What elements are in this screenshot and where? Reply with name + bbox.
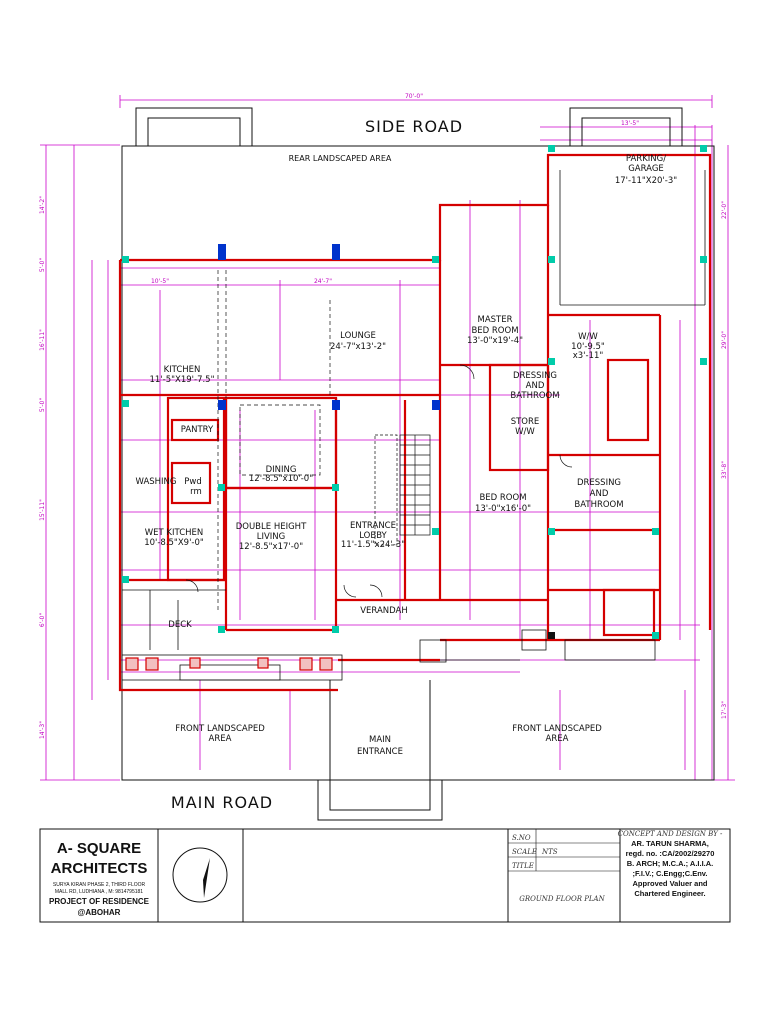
- entrance-lobby-label-3: 11'-1.5"x24'-3": [341, 540, 405, 550]
- architect-line1: AR. TARUN SHARMA,: [631, 839, 709, 848]
- double-height-label-1: DOUBLE HEIGHT: [236, 522, 307, 532]
- front-landscaped-left-line2: AREA: [209, 734, 232, 744]
- master-bed-label-2: BED ROOM: [471, 326, 518, 336]
- project-line1: PROJECT OF RESIDENCE: [49, 897, 150, 906]
- building-walls: [118, 153, 712, 692]
- washing-label: WASHING: [136, 477, 177, 487]
- firm-address-1: SURYA KIRAN PHASE 2, THIRD FLOOR: [53, 882, 146, 888]
- ww-label-1: W/W: [578, 332, 598, 342]
- dining-label-2: 12'-8.5"x10'-0": [249, 474, 313, 484]
- dim-overall-top: 70'-0": [405, 93, 423, 100]
- drawing-title: GROUND FLOOR PLAN: [519, 895, 605, 903]
- main-road-label: MAIN ROAD: [171, 793, 273, 812]
- bedroom-label-2: 13'-0"x16'-0": [475, 504, 531, 514]
- rear-landscaped-label: REAR LANDSCAPED AREA: [289, 154, 392, 163]
- entrance-lobby-label-2: LOBBY: [359, 531, 387, 541]
- firm-address-2: MALL RD, LUDHIANA , M: 9814795181: [55, 889, 143, 895]
- front-landscaped-left-line1: FRONT LANDSCAPED: [175, 724, 265, 734]
- dim-left-4: 5'-0": [39, 398, 46, 412]
- dim-lounge-width: 24'-7": [314, 278, 332, 285]
- main-entrance-label-2: ENTRANCE: [357, 747, 403, 757]
- front-planter-columns: [125, 657, 333, 671]
- double-height-label-3: 12'-8.5"x17'-0": [239, 542, 303, 552]
- dimension-lines: [40, 95, 735, 781]
- firm-name-line1: A- SQUARE: [57, 840, 141, 857]
- dim-left-3: 16'-11": [39, 329, 46, 351]
- front-landscaped-right-line2: AREA: [546, 734, 569, 744]
- dim-right-1: 22'-0": [721, 201, 728, 219]
- dim-kitchen-width: 10'-5": [151, 278, 169, 285]
- pantry-label: PANTRY: [181, 425, 214, 435]
- room-labels: PARKING/ GARAGE 17'-11"X20'-3" LOUNGE 24…: [136, 154, 678, 757]
- parking-label-3: 17'-11"X20'-3": [615, 176, 677, 186]
- dressing2-label-2: AND: [590, 489, 609, 499]
- dressing1-label-2: AND: [526, 381, 545, 391]
- wet-kitchen-label-2: 10'-8.5"X9'-0": [144, 538, 204, 548]
- dimension-texts: 70'-0" 13'-5" 24'-7" 10'-5" 14'-2" 5'-0"…: [39, 93, 728, 739]
- parking-label-2: GARAGE: [628, 164, 664, 174]
- dressing2-label-1: DRESSING: [577, 478, 621, 488]
- dim-top-parking: 13'-5": [621, 120, 639, 127]
- concept-label: CONCEPT AND DESIGN BY -: [618, 830, 723, 838]
- dashed-beams: [217, 270, 331, 610]
- door-swings: [185, 364, 573, 598]
- main-entrance-label-1: MAIN: [369, 735, 391, 745]
- architect-line6: Chartered Engineer.: [634, 889, 705, 898]
- pwd-label-1: Pwd: [184, 477, 201, 487]
- dressing1-label-1: DRESSING: [513, 371, 557, 381]
- structural-columns: [122, 145, 707, 639]
- project-line2: @ABOHAR: [78, 908, 121, 917]
- front-landscaped-right-line1: FRONT LANDSCAPED: [512, 724, 602, 734]
- field-scale-label: SCALE: [512, 848, 537, 856]
- firm-name-line2: ARCHITECTS: [51, 860, 148, 877]
- architect-line4: ;F.I.V.; C.Engg;C.Env.: [632, 869, 707, 878]
- site-boundary: [121, 107, 715, 821]
- dressing1-label-3: BATHROOM: [510, 391, 559, 401]
- dressing2-label-3: BATHROOM: [574, 500, 623, 510]
- dim-left-2: 5'-0": [39, 258, 46, 272]
- double-height-label-2: LIVING: [257, 532, 286, 542]
- store-label-2: W/W: [515, 427, 535, 437]
- north-arrow-icon: [172, 847, 228, 903]
- staircase: [374, 434, 431, 546]
- kitchen-label-1: KITCHEN: [164, 365, 201, 375]
- bedroom-label-1: BED ROOM: [479, 493, 526, 503]
- dim-right-4: 17'-3": [721, 701, 728, 719]
- dim-left-5: 15'-11": [39, 499, 46, 521]
- ww-label-2: 10'-9.5": [571, 342, 605, 352]
- master-bed-label-1: MASTER: [477, 315, 512, 325]
- field-title-label: TITLE: [512, 862, 534, 870]
- ww-label-3: x3'-11": [573, 351, 604, 361]
- verandah-label: VERANDAH: [360, 606, 408, 616]
- architect-line3: B. ARCH; M.C.A.; A.I.I.A.: [627, 859, 714, 868]
- wet-kitchen-label-1: WET KITCHEN: [145, 528, 204, 538]
- entrance-lobby-label-1: ENTRANCE: [350, 521, 396, 531]
- dim-left-7: 14'-3": [39, 721, 46, 739]
- title-block: A- SQUARE ARCHITECTS SURYA KIRAN PHASE 2…: [39, 828, 731, 923]
- dining-label-1: DINING: [266, 465, 297, 475]
- kitchen-label-2: 11'-5"X19'-7.5": [149, 375, 214, 385]
- field-sno-label: S.NO: [512, 834, 531, 842]
- parking-label-1: PARKING/: [626, 154, 666, 164]
- lounge-label-1: LOUNGE: [340, 331, 376, 341]
- architect-line5: Approved Valuer and: [632, 879, 707, 888]
- architect-line2: regd. no. :CA/2002/29270: [626, 849, 715, 858]
- side-road-label: SIDE ROAD: [365, 117, 463, 136]
- dim-right-2: 29'-0": [721, 331, 728, 349]
- master-bed-label-3: 13'-0"x19'-4": [467, 336, 523, 346]
- store-label-1: STORE: [511, 417, 540, 427]
- dim-left-1: 14'-2": [39, 196, 46, 214]
- pwd-label-2: rm: [190, 487, 202, 497]
- field-scale-value: NTS: [541, 848, 558, 856]
- dim-right-3: 33'-8": [721, 461, 728, 479]
- interior-details: [121, 170, 706, 681]
- dim-left-6: 6'-0": [39, 613, 46, 627]
- deck-label: DECK: [168, 620, 192, 630]
- lounge-label-2: 24'-7"x13'-2": [330, 342, 386, 352]
